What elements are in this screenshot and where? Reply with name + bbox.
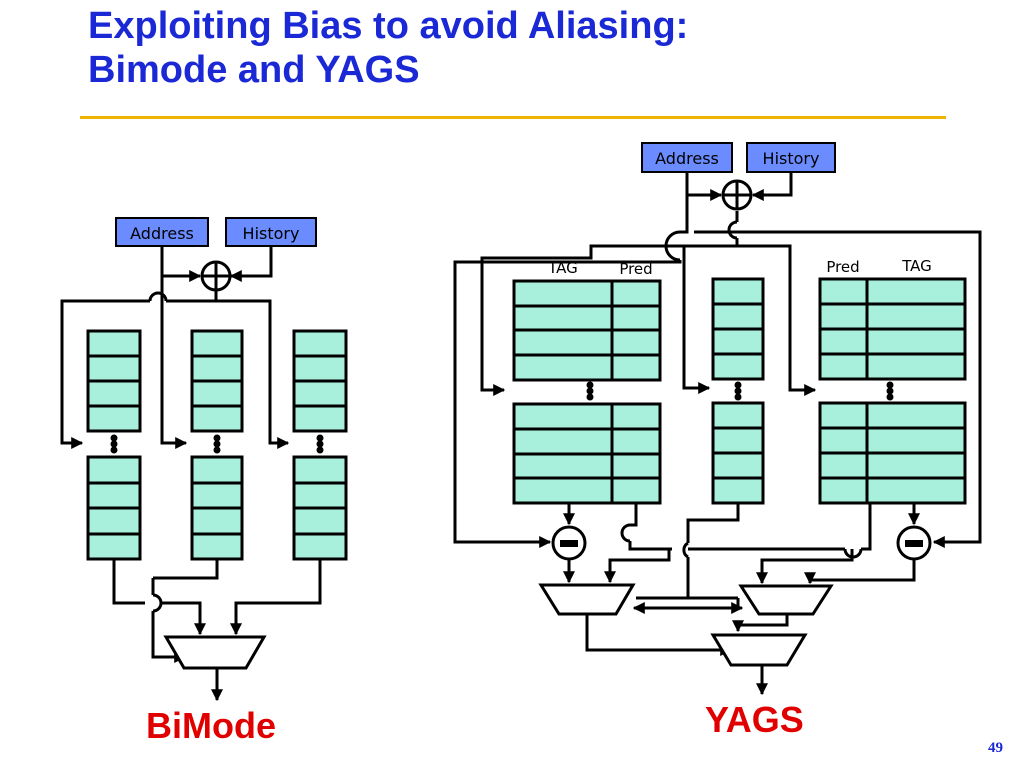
yags-left-tag-comparator (551, 525, 587, 561)
yags-right-pred-header: Pred (826, 258, 859, 276)
yags-left-pred-header: Pred (619, 260, 652, 278)
title-underline (80, 116, 946, 119)
bimode-xor-gate (200, 260, 232, 292)
yags-left-tag-header: TAG (547, 259, 578, 277)
yags-xor-gate (721, 179, 753, 211)
yags-right-tag-comparator (896, 525, 932, 561)
slide-title-line-2: Bimode and YAGS (88, 49, 420, 91)
yags-right-tag-header: TAG (901, 257, 932, 275)
bimode-table-b (190, 329, 244, 561)
yags-final-mux (710, 633, 808, 667)
slide-number: 49 (988, 740, 1003, 756)
yags-caption: YAGS (705, 699, 804, 740)
yags-right-mux (738, 584, 834, 616)
bimode-table-c (292, 329, 348, 561)
yags-diagram: Address History TAG Pred (453, 142, 982, 696)
yags-history-label: History (763, 149, 820, 168)
slide-title: Exploiting Bias to avoid Aliasing: Bimod… (88, 4, 688, 92)
bimode-history-box: History (225, 217, 317, 247)
bimode-table-a (86, 329, 142, 561)
bimode-address-label: Address (130, 224, 194, 243)
yags-center-choice-table (711, 277, 765, 505)
bimode-caption: BiMode (146, 705, 276, 746)
bimode-address-box: Address (115, 217, 209, 247)
yags-history-box: History (746, 142, 836, 173)
yags-left-tag-pred-table: TAG Pred (512, 259, 662, 505)
bimode-final-mux (163, 635, 267, 670)
yags-address-label: Address (655, 149, 719, 168)
bimode-history-label: History (243, 224, 300, 243)
yags-left-mux (538, 583, 636, 616)
yags-right-pred-tag-table: Pred TAG (818, 257, 967, 505)
slide-title-line-1: Exploiting Bias to avoid Aliasing: (88, 5, 689, 47)
yags-address-box: Address (641, 142, 733, 173)
bimode-diagram: Address History (60, 217, 348, 702)
